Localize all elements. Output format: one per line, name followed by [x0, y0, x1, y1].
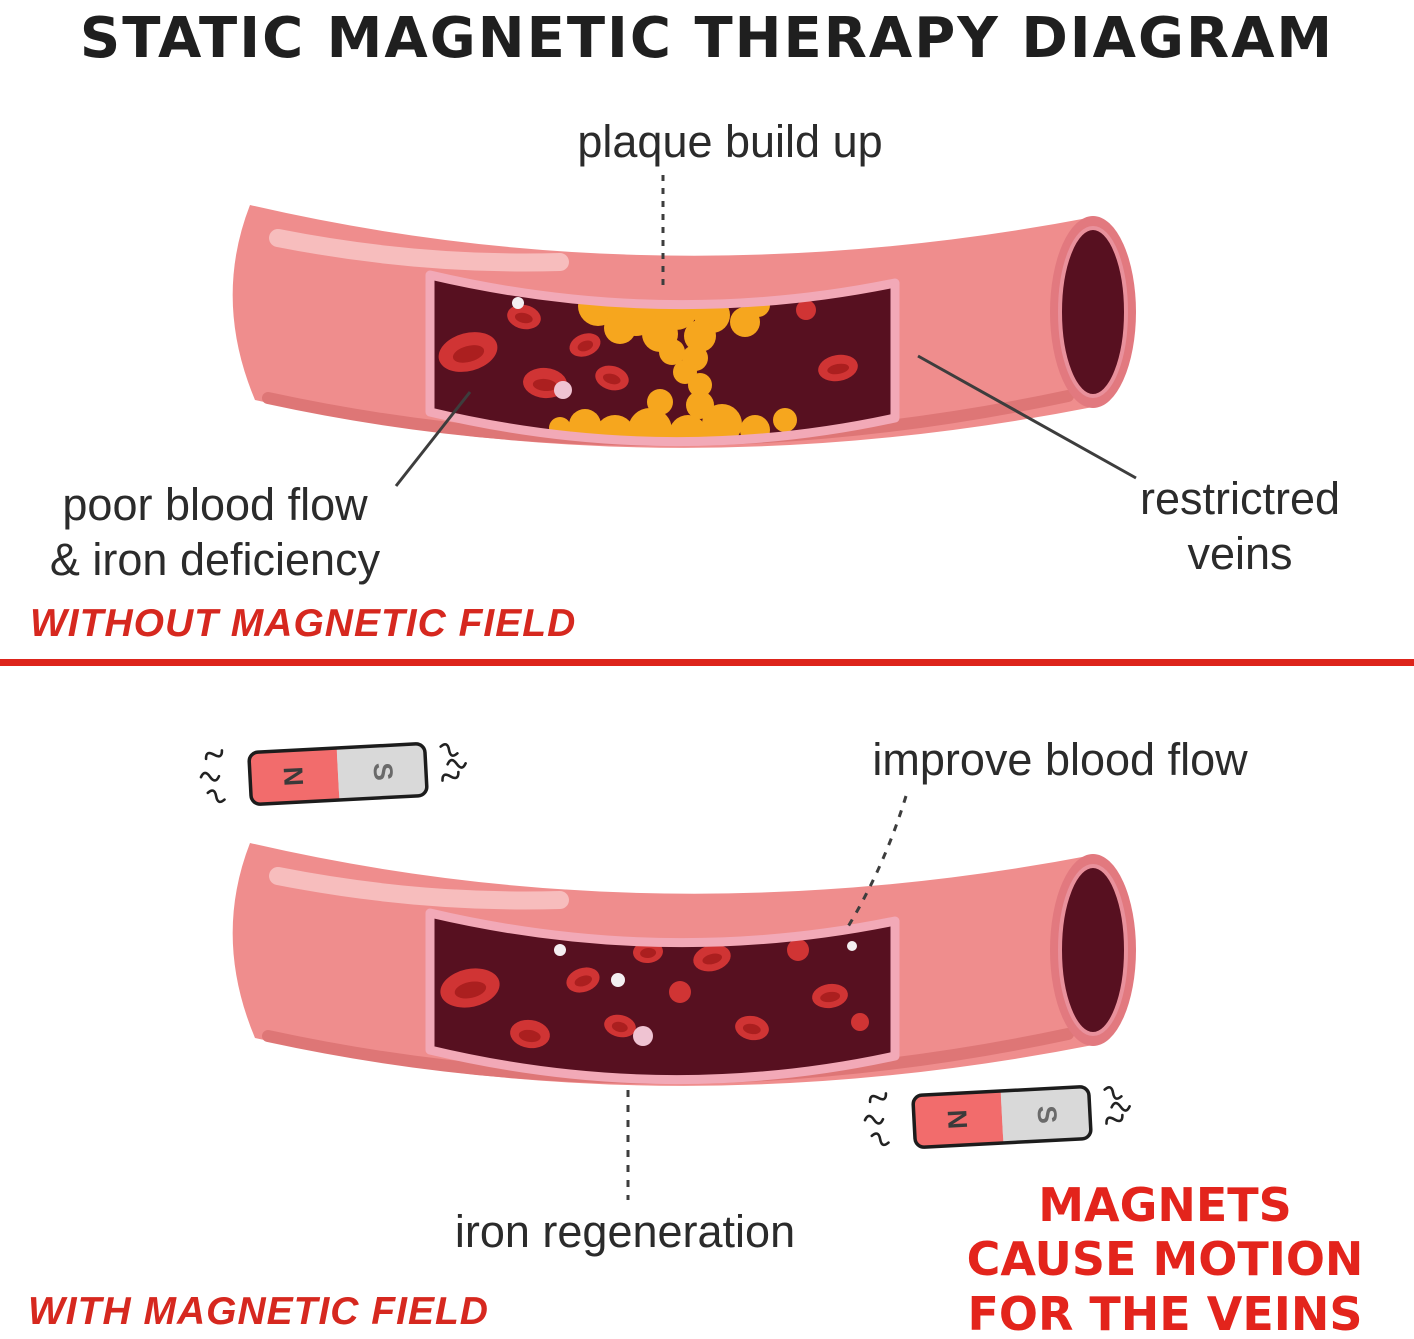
magnet-icon: N S: [199, 742, 467, 806]
magnet-south-label: S: [367, 762, 398, 782]
improve-flow-pointer-line: [844, 795, 908, 931]
blood-cell: [851, 1013, 869, 1031]
restricted-veins-label-line1: restrictred: [1139, 473, 1341, 524]
blood-cell: [735, 1015, 769, 1041]
poor-flow-pointer-line: [394, 391, 472, 487]
plaque-buildup-label: plaque build up: [577, 116, 883, 167]
blood-cell: [787, 939, 809, 961]
vibration-lines: [863, 1086, 1131, 1147]
magnet-north-label: N: [278, 766, 309, 787]
blood-cell: [693, 944, 731, 972]
blood-cell: [569, 333, 601, 357]
blood-cells: [440, 939, 869, 1049]
improve-blood-flow-label: improve blood flow: [872, 734, 1248, 785]
blood-cell: [510, 1019, 550, 1049]
poor-blood-flow-label: poor blood flow & iron deficiency: [10, 478, 420, 588]
magnets-cause-motion-caption: MAGNETS CAUSE MOTION FOR THE VEINS: [955, 1178, 1375, 1339]
section-divider-line: [0, 659, 1414, 666]
blood-cell: [812, 983, 848, 1009]
restricted-veins-label: restrictred veins: [1100, 472, 1380, 582]
artery-opening-hole: [1060, 866, 1126, 1034]
blood-cell: [507, 304, 541, 330]
artery-illustration-top: [232, 205, 1136, 448]
artery-opening-rim: [1058, 226, 1128, 398]
artery-highlight: [269, 867, 569, 910]
platelet-dot: [554, 381, 572, 399]
blood-cell: [566, 967, 600, 993]
platelet-dot: [611, 973, 625, 987]
blood-cell: [604, 1014, 636, 1038]
without-magnetic-field-caption: WITHOUT MAGNETIC FIELD: [30, 602, 577, 645]
with-magnetic-field-caption: WITH MAGNETIC FIELD: [28, 1290, 489, 1333]
blood-cell: [595, 365, 629, 391]
blood-cell: [669, 981, 691, 1003]
magnet-north-label: N: [942, 1109, 973, 1130]
magnet-icon: N S: [863, 1085, 1131, 1149]
magnets-caption-line1: MAGNETS: [1038, 1178, 1292, 1232]
platelet-dot: [554, 944, 566, 956]
page-title: STATIC MAGNETIC THERAPY DIAGRAM: [79, 6, 1335, 71]
platelet-dot: [512, 297, 524, 309]
artery-opening-rim: [1058, 864, 1128, 1036]
blood-cell: [818, 354, 858, 382]
blood-cell: [796, 300, 816, 320]
artery-window-rim: [425, 908, 900, 1085]
artery-highlight: [269, 229, 569, 272]
iron-regeneration-label: iron regeneration: [454, 1206, 796, 1257]
blood-cell: [438, 332, 498, 372]
magnets-caption-line3: FOR THE VEINS: [967, 1286, 1363, 1339]
poor-blood-flow-label-line1: poor blood flow: [62, 479, 368, 530]
pointer-lines: [394, 175, 1137, 1200]
artery-illustration-bottom: [232, 843, 1136, 1086]
platelet-dot: [847, 941, 857, 951]
restricted-veins-label-line2: veins: [1187, 527, 1293, 579]
platelet-dot: [633, 1026, 653, 1046]
restricted-veins-pointer-line: [917, 354, 1137, 480]
magnet-south-label: S: [1031, 1105, 1062, 1125]
blood-cell: [440, 968, 500, 1008]
poor-blood-flow-label-line2: & iron deficiency: [49, 533, 381, 585]
magnets-caption-line2: CAUSE MOTION: [966, 1232, 1364, 1287]
vibration-lines: [199, 743, 467, 804]
artery-opening-hole: [1060, 228, 1126, 396]
artery-window-rim: [425, 270, 900, 447]
